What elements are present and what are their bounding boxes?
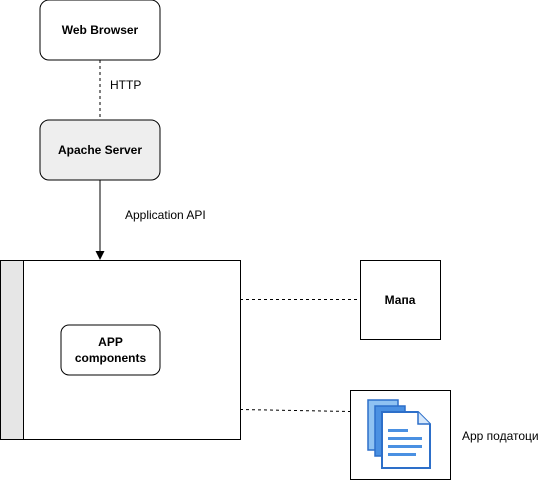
- apache-server-node[interactable]: Apache Server: [39, 119, 161, 181]
- app-data-label: App податоци: [462, 429, 539, 443]
- app-components-label-line2: components: [75, 351, 147, 365]
- map-node[interactable]: Мапа: [360, 260, 441, 340]
- apache-server-label: Apache Server: [58, 143, 142, 157]
- files-connector: [239, 409, 351, 412]
- app-components-label-line1: APP: [98, 335, 123, 349]
- web-browser-node[interactable]: Web Browser: [39, 0, 161, 61]
- http-label: HTTP: [110, 78, 141, 92]
- application-api-label: Application API: [125, 208, 206, 222]
- web-browser-label: Web Browser: [62, 23, 139, 37]
- arrowhead-icon: [95, 251, 105, 260]
- app-components-node[interactable]: APP components: [60, 324, 161, 376]
- map-label: Мапа: [385, 293, 416, 307]
- app-container-sidebar: [0, 260, 24, 440]
- document-files-icon: [367, 399, 431, 469]
- app-data-node[interactable]: [350, 390, 451, 480]
